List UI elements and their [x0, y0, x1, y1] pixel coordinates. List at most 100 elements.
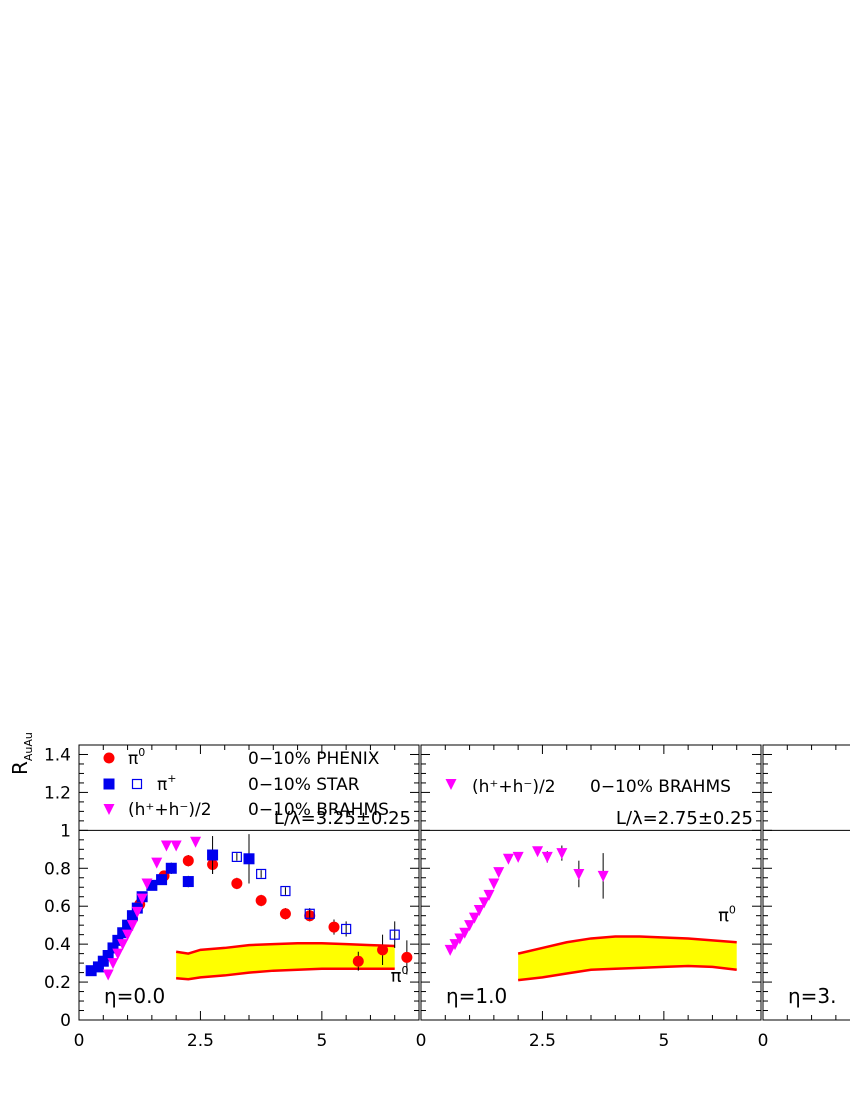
panel-3: 0η=3.	[758, 744, 850, 1051]
data-point	[488, 878, 500, 890]
data-point	[256, 868, 267, 880]
data-point	[107, 958, 119, 970]
data-point	[483, 889, 495, 901]
data-point	[231, 851, 242, 862]
legend-marker	[103, 752, 115, 764]
y-axis-label-sub: AuAu	[22, 732, 35, 761]
data-point	[352, 955, 364, 967]
data-point	[146, 879, 158, 891]
data-point	[279, 908, 291, 920]
data-point	[85, 965, 97, 977]
data-point	[280, 885, 291, 897]
legend-right-label: 0−10% STAR	[248, 775, 360, 795]
data-point	[122, 929, 134, 941]
data-point	[117, 927, 129, 939]
data-point	[444, 944, 456, 956]
legend-label: (h⁺+h⁻)/2	[128, 800, 212, 820]
legend-label: π0	[128, 746, 145, 769]
x-tick-label: 5	[316, 1031, 327, 1051]
panel-frame	[762, 744, 850, 1021]
x-tick-label: 0	[74, 1031, 85, 1051]
data-point	[97, 955, 109, 967]
legend-label-sup: +	[167, 772, 176, 785]
y-tick-label: 1.4	[44, 745, 71, 765]
legend-marker	[103, 778, 115, 790]
data-point	[190, 836, 202, 848]
data-point	[454, 933, 466, 945]
data-point	[459, 927, 471, 939]
data-point	[243, 853, 255, 865]
legend-right-label: 0−10% BRAHMS	[248, 800, 389, 820]
data-point	[556, 848, 568, 860]
x-tick-label: 5	[658, 1031, 669, 1051]
data-point	[126, 910, 138, 922]
data-point	[107, 942, 119, 954]
y-tick-label: 0.2	[44, 973, 71, 993]
panel-eta-label: η=1.0	[446, 984, 507, 1008]
data-point	[182, 876, 194, 888]
panel-eta-label: η=3.	[788, 984, 837, 1008]
band-lower-edge	[517, 964, 737, 982]
panel-annotation: L/λ=2.75±0.25	[616, 808, 753, 829]
x-tick-label: 2.5	[187, 1031, 214, 1051]
data-point	[468, 912, 480, 924]
band-label-main: π	[391, 966, 402, 987]
data-point	[92, 961, 104, 973]
data-point	[160, 840, 172, 852]
legend-label-main: π	[128, 749, 138, 769]
data-point	[117, 939, 129, 951]
band-lower-edge	[176, 967, 395, 981]
band-upper-edge	[175, 941, 395, 955]
y-tick-label: 1	[60, 821, 71, 841]
band-label-main: π	[718, 905, 729, 926]
band-label-sup: 0	[401, 964, 408, 977]
data-point	[478, 897, 490, 909]
legend-label-main: π	[157, 775, 167, 795]
data-point	[170, 840, 182, 852]
series-4	[102, 836, 202, 981]
legend-right-label: 0−10% BRAHMS	[590, 777, 731, 797]
legend-label-sup: 0	[138, 746, 145, 759]
data-point	[341, 923, 352, 935]
data-point	[502, 853, 514, 865]
data-point	[182, 855, 194, 867]
theory-band	[176, 943, 395, 980]
data-point	[573, 868, 585, 880]
data-point	[449, 939, 461, 951]
data-point	[156, 874, 168, 886]
theory-band	[518, 936, 737, 981]
data-point	[389, 929, 400, 940]
band-upper-edge	[517, 935, 737, 955]
data-point	[131, 906, 143, 918]
series-3	[231, 851, 400, 948]
data-point	[207, 849, 219, 861]
data-point	[112, 948, 124, 960]
data-point	[231, 877, 243, 889]
data-point	[493, 867, 505, 879]
data-point	[304, 908, 315, 919]
x-tick-label: 2.5	[529, 1031, 556, 1051]
y-tick-label: 0.6	[44, 897, 71, 917]
data-point	[165, 862, 177, 874]
data-point	[541, 851, 553, 863]
data-point	[512, 851, 524, 863]
data-point	[401, 951, 413, 963]
data-point	[532, 846, 544, 858]
y-axis-label-main: R	[8, 761, 32, 775]
data-point	[473, 905, 485, 916]
data-point	[102, 950, 114, 962]
data-point	[122, 919, 134, 931]
x-tick-label: 0	[416, 1031, 427, 1051]
series-1	[444, 845, 609, 956]
panel-annotation: L/λ=3.25±0.25	[274, 808, 411, 829]
band-label: π0	[391, 964, 409, 987]
data-point	[126, 920, 138, 932]
data-point	[377, 944, 389, 956]
data-point	[136, 893, 148, 905]
